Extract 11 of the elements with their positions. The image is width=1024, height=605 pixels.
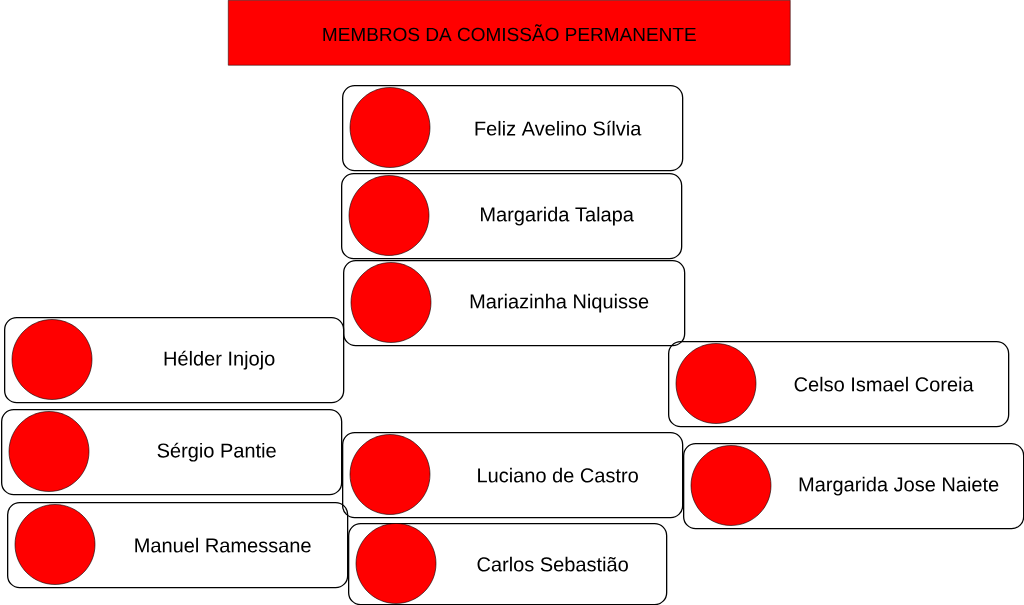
title-banner: MEMBROS DA COMISSÃO PERMANENTE bbox=[228, 0, 791, 66]
name-card: Manuel Ramessane bbox=[7, 502, 349, 589]
name-card: Margarida Jose Naiete bbox=[683, 443, 1024, 530]
name-card: Carlos Sebastião bbox=[348, 523, 668, 605]
name-card: Celso Ismael Coreia bbox=[668, 341, 1010, 428]
name-card: Luciano de Castro bbox=[342, 432, 684, 519]
name-card: Mariazinha Niquisse bbox=[343, 260, 686, 347]
name-card: Margarida Talapa bbox=[341, 173, 683, 260]
name-card: Feliz Avelino Sílvia bbox=[342, 85, 684, 172]
name-card: Hélder Injojo bbox=[4, 317, 345, 404]
name-card: Sérgio Pantie bbox=[1, 409, 343, 496]
